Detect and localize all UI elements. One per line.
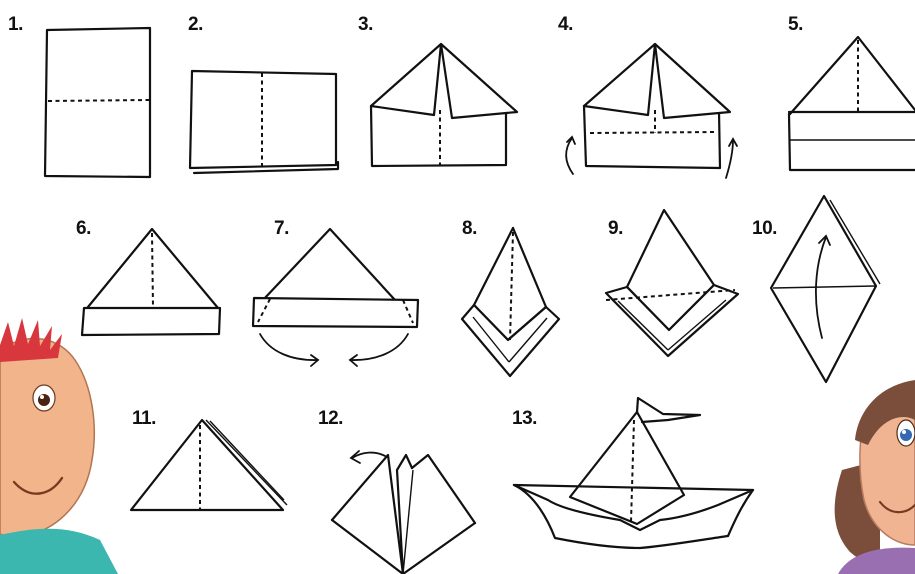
step-6-diagram	[82, 229, 220, 335]
girl-character	[835, 380, 915, 574]
step-12-diagram	[332, 451, 475, 574]
step-9-diagram	[606, 210, 738, 356]
step-1-diagram	[45, 28, 150, 177]
step-4-diagram	[566, 44, 737, 178]
step-10-diagram	[771, 196, 880, 382]
boy-character	[0, 318, 118, 574]
step-13-diagram	[514, 398, 753, 548]
step-2-diagram	[190, 71, 338, 173]
step-8-diagram	[462, 228, 559, 376]
step-11-diagram	[131, 420, 287, 510]
step-7-diagram	[253, 229, 418, 366]
step-3-diagram	[371, 44, 517, 166]
step-5-diagram	[789, 37, 915, 170]
